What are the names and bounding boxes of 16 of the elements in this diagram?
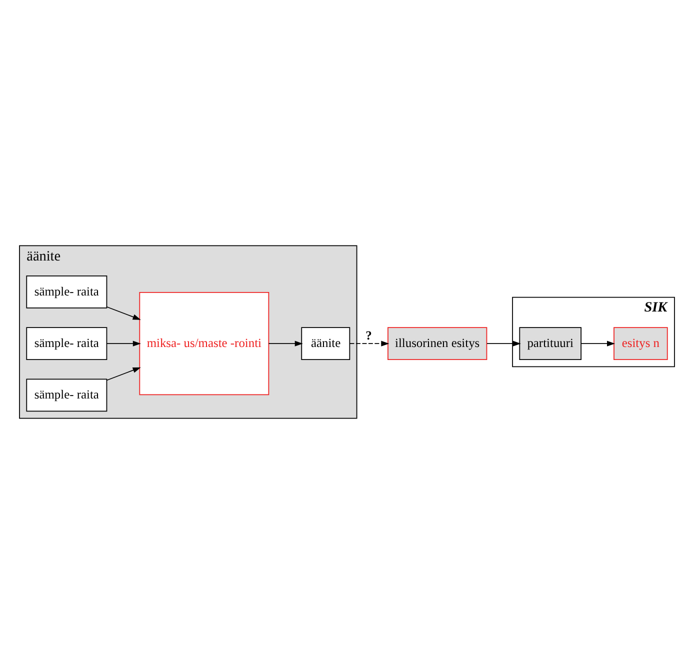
node-box: sämple- raita bbox=[26, 276, 108, 308]
arrow bbox=[486, 340, 521, 346]
node-box: sämple- raita bbox=[26, 327, 108, 360]
arrow bbox=[268, 340, 303, 346]
arrow bbox=[106, 340, 141, 346]
arrow bbox=[106, 306, 141, 320]
node-box: illusorinen esitys bbox=[388, 327, 488, 360]
arrow bbox=[580, 340, 616, 346]
arrow bbox=[349, 340, 390, 346]
edge-label: ? bbox=[366, 328, 372, 342]
node-box: sämple- raita bbox=[26, 378, 108, 412]
node-box: esitys n bbox=[614, 327, 668, 360]
node-box: äänite bbox=[301, 327, 350, 360]
node-box: miksa- us/maste -rointi bbox=[139, 292, 270, 396]
node-box: partituuri bbox=[519, 327, 582, 360]
arrow bbox=[106, 367, 141, 381]
